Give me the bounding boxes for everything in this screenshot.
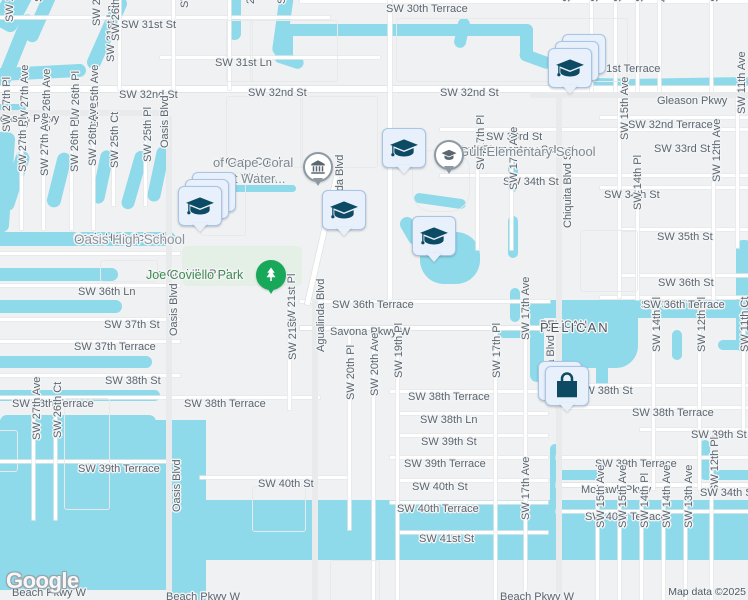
result-marker-school-4[interactable]	[412, 216, 456, 262]
result-marker-school-3[interactable]	[322, 190, 366, 236]
marker-tail	[562, 85, 578, 94]
graduation-cap-icon	[556, 59, 584, 77]
poi-tail	[313, 178, 323, 186]
map-attribution: Map data ©2025	[668, 586, 746, 598]
poi-marker-gulf-elementary-school[interactable]	[434, 140, 464, 176]
poi-marker-cape-coral-water-plant[interactable]	[303, 152, 333, 188]
tree-icon	[266, 267, 276, 281]
poi-tail	[444, 166, 454, 174]
result-marker-cluster-oasis[interactable]	[178, 172, 236, 232]
poi-marker-joe-coviello-park[interactable]	[256, 260, 286, 296]
marker-tail	[559, 403, 575, 412]
result-marker-school-1[interactable]	[382, 128, 426, 174]
result-marker-cluster-top-right[interactable]	[548, 34, 606, 94]
marker-tail	[396, 165, 412, 174]
marker-tail	[336, 227, 352, 236]
graduation-cap-icon	[390, 139, 418, 157]
shopping-bag-icon	[557, 372, 577, 398]
graduation-cap-icon	[330, 201, 358, 219]
google-logo[interactable]: Google	[6, 568, 79, 593]
graduation-cap-icon	[420, 227, 448, 245]
museum-icon	[311, 160, 325, 174]
result-marker-cluster-shopping[interactable]	[538, 361, 589, 412]
graduation-cap-icon	[441, 149, 457, 160]
marker-card	[178, 186, 222, 226]
marker-tail	[426, 253, 442, 262]
poi-tail	[266, 286, 276, 294]
graduation-cap-icon	[186, 197, 214, 215]
marker-tail	[192, 223, 208, 232]
